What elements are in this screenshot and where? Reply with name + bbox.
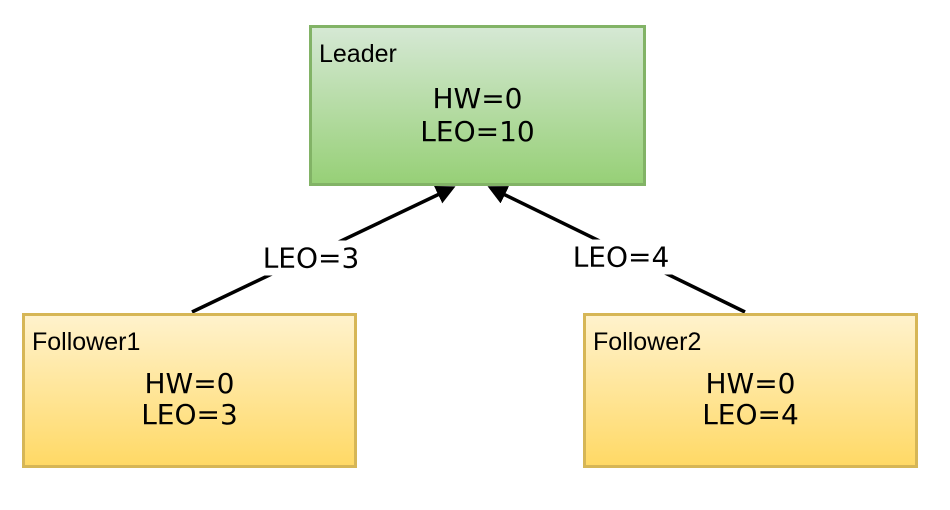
node-follower1: Follower1 HW=0 LEO=3: [22, 313, 357, 468]
node-leader-title: Leader: [319, 40, 397, 68]
node-follower1-leo: LEO=3: [141, 398, 238, 431]
node-leader-leo: LEO=10: [420, 115, 535, 148]
node-follower1-values: HW=0 LEO=3: [25, 368, 354, 430]
node-follower1-title: Follower1: [32, 328, 141, 356]
node-follower2: Follower2 HW=0 LEO=4: [583, 313, 918, 468]
node-leader-hw: HW=0: [432, 82, 523, 115]
node-follower2-title: Follower2: [593, 328, 702, 356]
edge-label-follower2-leo: LEO=4: [563, 239, 679, 275]
node-leader: Leader HW=0 LEO=10: [309, 25, 646, 186]
node-follower2-hw: HW=0: [705, 367, 796, 400]
node-follower1-hw: HW=0: [144, 367, 235, 400]
node-follower2-values: HW=0 LEO=4: [586, 368, 915, 430]
node-follower2-leo: LEO=4: [702, 398, 799, 431]
node-leader-values: HW=0 LEO=10: [312, 82, 643, 148]
edge-label-follower1-leo: LEO=3: [253, 240, 369, 276]
